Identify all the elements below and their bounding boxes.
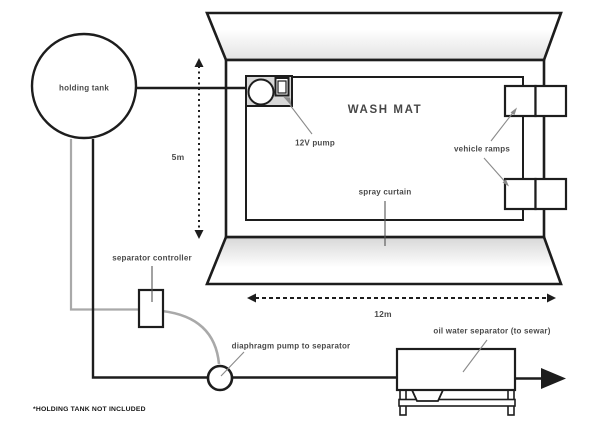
width-dimension-label: 12m	[374, 309, 392, 319]
outlet-arrow	[515, 368, 566, 389]
spray-curtain-bottom	[205, 235, 563, 286]
oil-water-separator-unit	[395, 347, 517, 416]
spray-curtain-top	[205, 11, 563, 62]
pump-12v-unit	[245, 75, 293, 107]
leader-lines	[151, 97, 517, 377]
pump-12v-label: 12V pump	[295, 138, 335, 148]
control-line-tank-to-controller	[69, 139, 140, 311]
vehicle-ramps	[503, 84, 568, 211]
separator-controller-box	[137, 288, 165, 329]
width-dimension-line	[247, 293, 556, 303]
wash-mat-title: WASH MAT	[347, 104, 423, 116]
holding-tank	[30, 32, 138, 140]
pipe-tank-to-separator	[91, 139, 396, 379]
height-dimension-line	[194, 58, 204, 239]
control-line-controller-to-pump	[161, 309, 221, 365]
holding-tank-footnote: *HOLDING TANK NOT INCLUDED	[33, 406, 146, 413]
diaphragm-pump-label: diaphragm pump to separator	[231, 341, 351, 351]
spray-curtain-label: spray curtain	[358, 187, 412, 197]
separator-controller-label: separator controller	[112, 253, 192, 263]
holding-tank-label: holding tank	[59, 83, 109, 93]
height-dimension-label: 5m	[171, 152, 185, 162]
vehicle-ramps-label: vehicle ramps	[454, 144, 510, 154]
diaphragm-pump	[206, 364, 234, 392]
oil-water-separator-label: oil water separator (to sewar)	[433, 326, 551, 336]
